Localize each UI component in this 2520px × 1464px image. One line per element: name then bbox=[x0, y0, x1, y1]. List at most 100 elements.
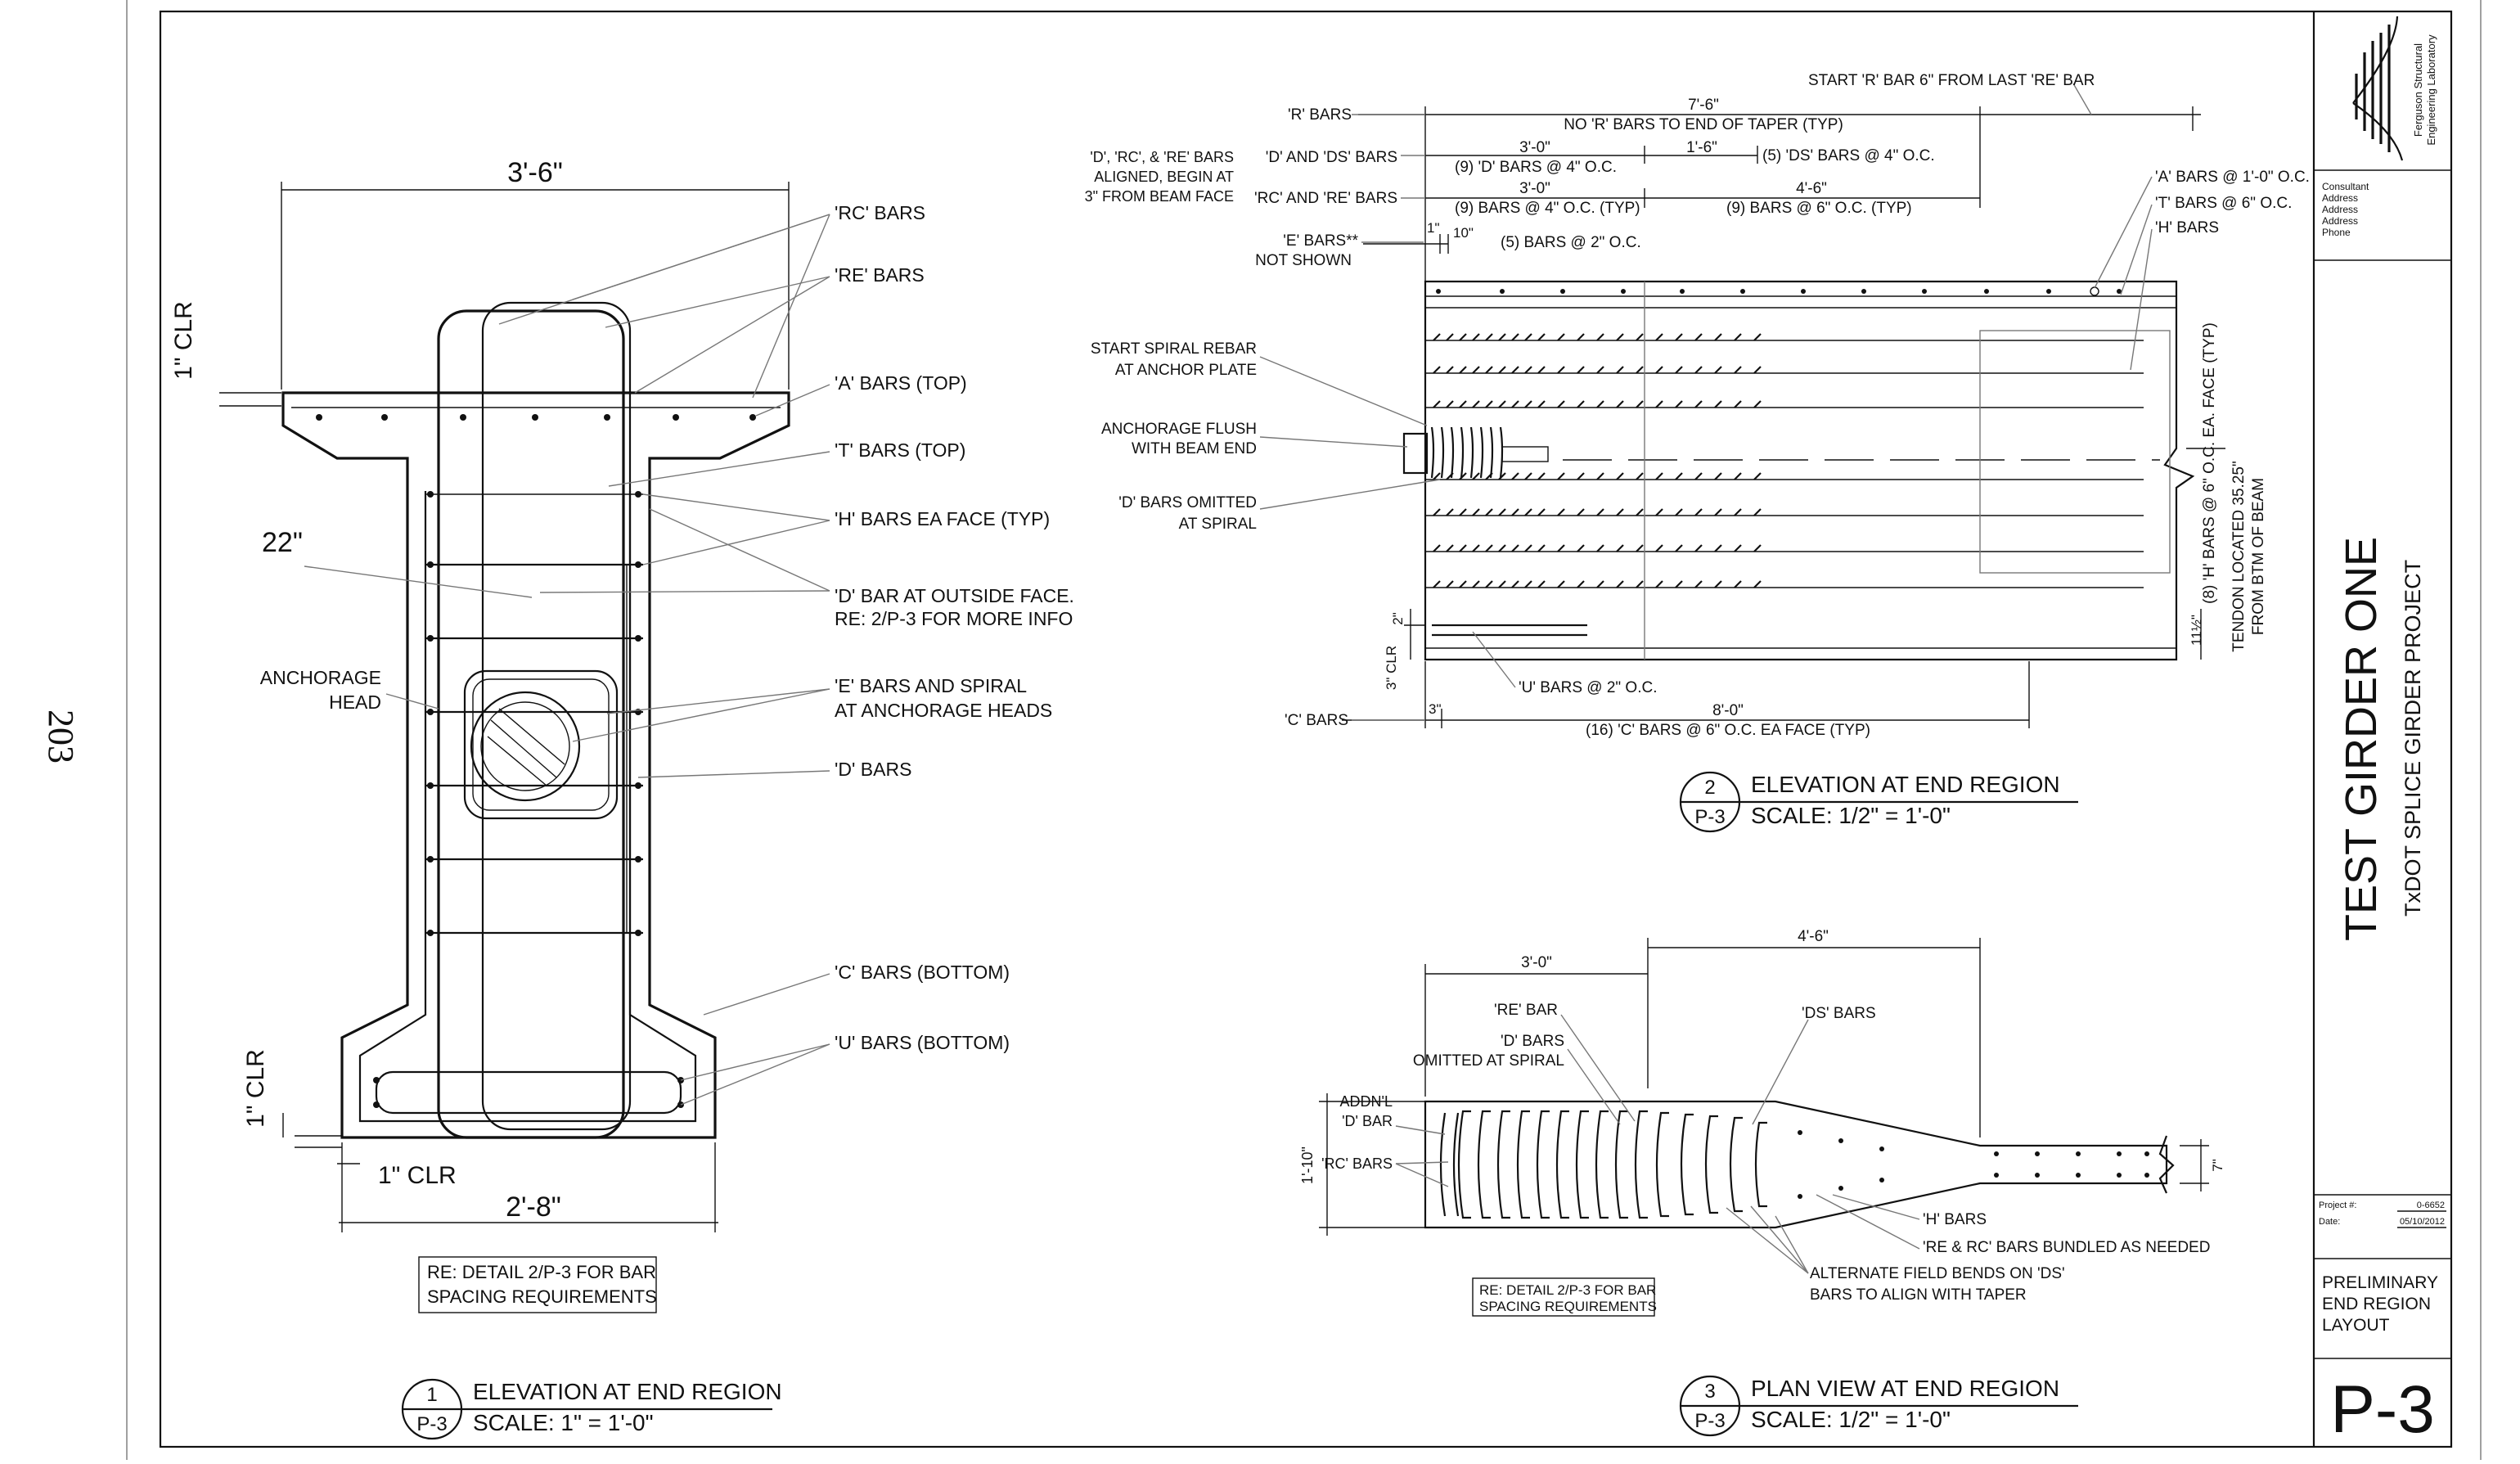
svg-text:P-3: P-3 bbox=[1694, 1410, 1725, 1432]
sheet-desc-line-2: END REGION bbox=[2322, 1295, 2431, 1313]
detail-1-note-line-1: RE: DETAIL 2/P-3 FOR BAR bbox=[427, 1262, 656, 1282]
label-plan-3-0: 3'-0" bbox=[1521, 954, 1552, 971]
label-u-bars-2in: 'U' BARS @ 2" O.C. bbox=[1519, 679, 1658, 696]
label-start-spiral-2: AT ANCHOR PLATE bbox=[1115, 362, 1257, 379]
label-anchorage-flush-2: WITH BEAM END bbox=[1132, 440, 1257, 457]
label-anchorage-2: HEAD bbox=[329, 691, 381, 713]
plan-outline bbox=[1424, 1100, 2168, 1229]
label-plan-h-bars: 'H' BARS bbox=[1923, 1211, 1987, 1228]
plan-bar-dots bbox=[1798, 1130, 2149, 1199]
label-plan-1-10: 1'-10" bbox=[1299, 1146, 1316, 1184]
anchorage-head bbox=[470, 691, 581, 802]
label-nine-bars-6: (9) BARS @ 6" O.C. (TYP) bbox=[1726, 200, 1912, 217]
anchorage-plate bbox=[463, 669, 619, 820]
detail-3-plan-view: 4'-6" 3'-0" 'RE' BAR 'D' BARS OMITTED AT… bbox=[1299, 928, 2225, 1437]
consultant-phone: Phone bbox=[2322, 227, 2351, 238]
label-3-in: 3" bbox=[1429, 701, 1442, 717]
label-rc-re-bars: 'RC' AND 'RE' BARS bbox=[1254, 190, 1397, 207]
label-plan-alt-1: ALTERNATE FIELD BENDS ON 'DS' bbox=[1810, 1265, 2065, 1282]
rebar-dots bbox=[316, 414, 756, 1108]
label-no-r-bars: NO 'R' BARS TO END OF TAPER (TYP) bbox=[1564, 116, 1843, 133]
label-five-ds-bars: (5) 'DS' BARS @ 4" O.C. bbox=[1762, 147, 1935, 164]
sheet-desc-line-1: PRELIMINARY bbox=[2322, 1273, 2438, 1292]
h-bars-elevation bbox=[1425, 340, 2144, 588]
project-number-label: Project #: bbox=[2319, 1200, 2356, 1210]
label-start-spiral-1: START SPIRAL REBAR bbox=[1091, 340, 1257, 358]
sheet-border bbox=[159, 10, 2453, 1448]
dim-top-width-label: 3'-6" bbox=[507, 157, 563, 188]
detail-3-dimensions bbox=[1319, 938, 2209, 1236]
label-h-bars: 'H' BARS EA FACE (TYP) bbox=[835, 508, 1050, 529]
label-plan-omitted: OMITTED AT SPIRAL bbox=[1413, 1052, 1564, 1070]
detail-2-dimensions bbox=[1342, 106, 2225, 728]
project-name: TxDOT SPLICE GIRDER PROJECT bbox=[2401, 560, 2425, 917]
u-bar bbox=[375, 1070, 682, 1115]
detail-3-note-line-1: RE: DETAIL 2/P-3 FOR BAR bbox=[1479, 1282, 1656, 1298]
label-anchorage-1: ANCHORAGE bbox=[260, 667, 381, 688]
label-plan-addnl-1: ADDN'L bbox=[1340, 1093, 1393, 1110]
label-nine-bars-4: (9) BARS @ 4" O.C. (TYP) bbox=[1455, 200, 1640, 217]
svg-text:P-3: P-3 bbox=[416, 1413, 447, 1435]
label-nine-d-bars: (9) 'D' BARS @ 4" O.C. bbox=[1455, 159, 1617, 176]
top-bar-dots bbox=[1436, 286, 2122, 296]
title-block: Ferguson Structural Engineering Laborato… bbox=[2312, 11, 2451, 1447]
label-h-bars-right: 'H' BARS bbox=[2155, 219, 2219, 236]
label-1-in: 1" bbox=[1427, 220, 1440, 236]
label-eight-h-bars: (8) 'H' BARS @ 6" O.C. EA. FACE (TYP) bbox=[2201, 322, 2218, 604]
label-aligned-3: 3" FROM BEAM FACE bbox=[1085, 188, 1234, 205]
consultant-address-1: Address bbox=[2322, 192, 2358, 204]
dim-bot-clr-h-label: 1" CLR bbox=[378, 1162, 457, 1189]
girder-outline bbox=[281, 391, 790, 1139]
rc-stirrup bbox=[437, 309, 625, 1139]
dim-bot-width-label: 2'-8" bbox=[506, 1191, 561, 1223]
re-stirrup bbox=[481, 301, 632, 1131]
label-plan-addnl-2: 'D' BAR bbox=[1342, 1113, 1393, 1129]
plan-stirrups bbox=[1439, 1110, 1767, 1219]
label-e-spiral-2: AT ANCHORAGE HEADS bbox=[835, 700, 1052, 721]
consultant-label: Consultant bbox=[2322, 181, 2369, 192]
label-11-half: 11½" bbox=[2189, 615, 2204, 646]
detail-2-leaders bbox=[1259, 83, 2153, 721]
label-aligned-2: ALIGNED, BEGIN AT bbox=[1094, 169, 1234, 185]
stirrup-marks bbox=[1433, 333, 1762, 588]
anchor-plate bbox=[1402, 432, 1429, 475]
label-rc-bars: 'RC' BARS bbox=[835, 202, 925, 223]
label-rc-3-0: 3'-0" bbox=[1519, 180, 1550, 197]
label-plan-7-in: 7" bbox=[2210, 1159, 2225, 1172]
detail-3-scale: SCALE: 1/2" = 1'-0" bbox=[1751, 1407, 1951, 1432]
dim-top-clr-label: 1" CLR bbox=[170, 301, 197, 380]
detail-2-title: ELEVATION AT END REGION bbox=[1751, 772, 2060, 797]
label-d-bar-outside-1: 'D' BAR AT OUTSIDE FACE. bbox=[835, 585, 1074, 606]
label-not-shown: NOT SHOWN bbox=[1255, 252, 1352, 269]
detail-3-marker: 3 P-3 PLAN VIEW AT END REGION SCALE: 1/2… bbox=[1679, 1375, 2078, 1437]
detail-1-note-line-2: SPACING REQUIREMENTS bbox=[427, 1286, 657, 1307]
drawing-title: TEST GIRDER ONE bbox=[2337, 537, 2386, 941]
beam-elevation-outline bbox=[1424, 280, 2195, 661]
label-r-bars: 'R' BARS bbox=[1288, 106, 1352, 124]
label-c-bars-bottom: 'C' BARS (BOTTOM) bbox=[835, 962, 1010, 983]
d-bar bbox=[358, 491, 697, 1123]
ferguson-logo: Ferguson Structural Engineering Laborato… bbox=[2352, 16, 2437, 161]
label-d-3-0: 3'-0" bbox=[1519, 139, 1550, 156]
svg-text:1: 1 bbox=[426, 1384, 437, 1406]
label-e-spiral-1: 'E' BARS AND SPIRAL bbox=[835, 675, 1027, 696]
detail-3-note-line-2: SPACING REQUIREMENTS bbox=[1479, 1299, 1657, 1314]
label-u-bars-bottom: 'U' BARS (BOTTOM) bbox=[835, 1032, 1010, 1053]
label-sixteen-c-bars: (16) 'C' BARS @ 6" O.C. EA FACE (TYP) bbox=[1586, 722, 1870, 739]
label-t-bars-6: 'T' BARS @ 6" O.C. bbox=[2155, 195, 2292, 212]
label-plan-alt-2: BARS TO ALIGN WITH TAPER bbox=[1810, 1286, 2027, 1304]
label-t-bars-top: 'T' BARS (TOP) bbox=[835, 439, 965, 461]
detail-1-cross-section: 3'-6" 1" CLR 22" 1" CLR 1" CLR 2'-8" bbox=[170, 157, 1074, 1440]
svg-text:3: 3 bbox=[1704, 1381, 1715, 1403]
dim-bot-clr-v-label: 1" CLR bbox=[242, 1049, 269, 1128]
label-plan-d-bars: 'D' BARS bbox=[1501, 1033, 1564, 1050]
label-plan-bundled: 'RE & RC' BARS BUNDLED AS NEEDED bbox=[1923, 1239, 2210, 1256]
detail-2-elevation: START 'R' BAR 6" FROM LAST 'RE' BAR 'R' … bbox=[1085, 72, 2310, 833]
detail-3-note-box bbox=[1472, 1277, 1655, 1317]
label-a-bars-1ft: 'A' BARS @ 1'-0" O.C. bbox=[2155, 169, 2310, 186]
label-start-r-bar: START 'R' BAR 6" FROM LAST 'RE' BAR bbox=[1808, 72, 2095, 89]
label-d-ds-bars: 'D' AND 'DS' BARS bbox=[1266, 149, 1397, 166]
anchor-duct bbox=[1501, 446, 1549, 462]
